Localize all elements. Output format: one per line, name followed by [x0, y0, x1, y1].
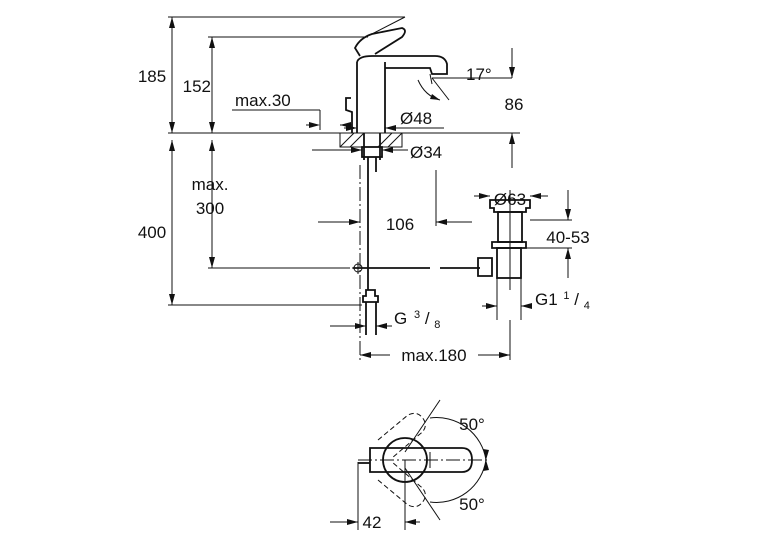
top-view: 50° 50° 42	[330, 399, 490, 532]
waste-thread-slash: /	[574, 290, 579, 309]
dim-waste-diameter: Ø63	[494, 190, 526, 209]
dim-lever-angle-bottom: 50°	[459, 495, 485, 514]
dim-lever-angle-top: 50°	[459, 415, 485, 434]
waste-valve	[477, 190, 531, 320]
dim-hole-diameter: Ø34	[410, 143, 442, 162]
dim-base-diameter: Ø48	[400, 109, 432, 128]
dim-waste-range: 40-53	[546, 228, 589, 247]
dim-total-height: 185	[138, 67, 166, 86]
dim-max-label: max.	[192, 175, 229, 194]
dim-spout-height: 152	[183, 77, 211, 96]
dim-max-mount-offset: max.30	[235, 91, 291, 110]
dim-waste-reach: max.180	[401, 346, 466, 365]
thread-num: 3	[414, 309, 420, 321]
waste-thread-den: 4	[584, 300, 590, 312]
dim-spout-reach: 86	[505, 95, 524, 114]
dim-spout-angle: 17°	[466, 65, 492, 84]
dim-lever-offset: 42	[363, 513, 382, 532]
thread-slash: /	[425, 309, 430, 328]
dim-waste-offset: 106	[386, 215, 414, 234]
dim-max-value: 300	[196, 199, 224, 218]
dim-waste-thread: G1 1 / 4	[535, 284, 590, 312]
side-elevation: 185 152 400 max. 300 max.30	[138, 16, 590, 365]
waste-thread-num: 1	[563, 290, 569, 302]
dim-connection-thread: G 3 / 8	[394, 303, 440, 331]
dim-waste-height: 400	[138, 223, 166, 242]
waste-thread-main: G1	[535, 290, 558, 309]
thread-den: 8	[434, 319, 440, 331]
thread-main: G	[394, 309, 407, 328]
